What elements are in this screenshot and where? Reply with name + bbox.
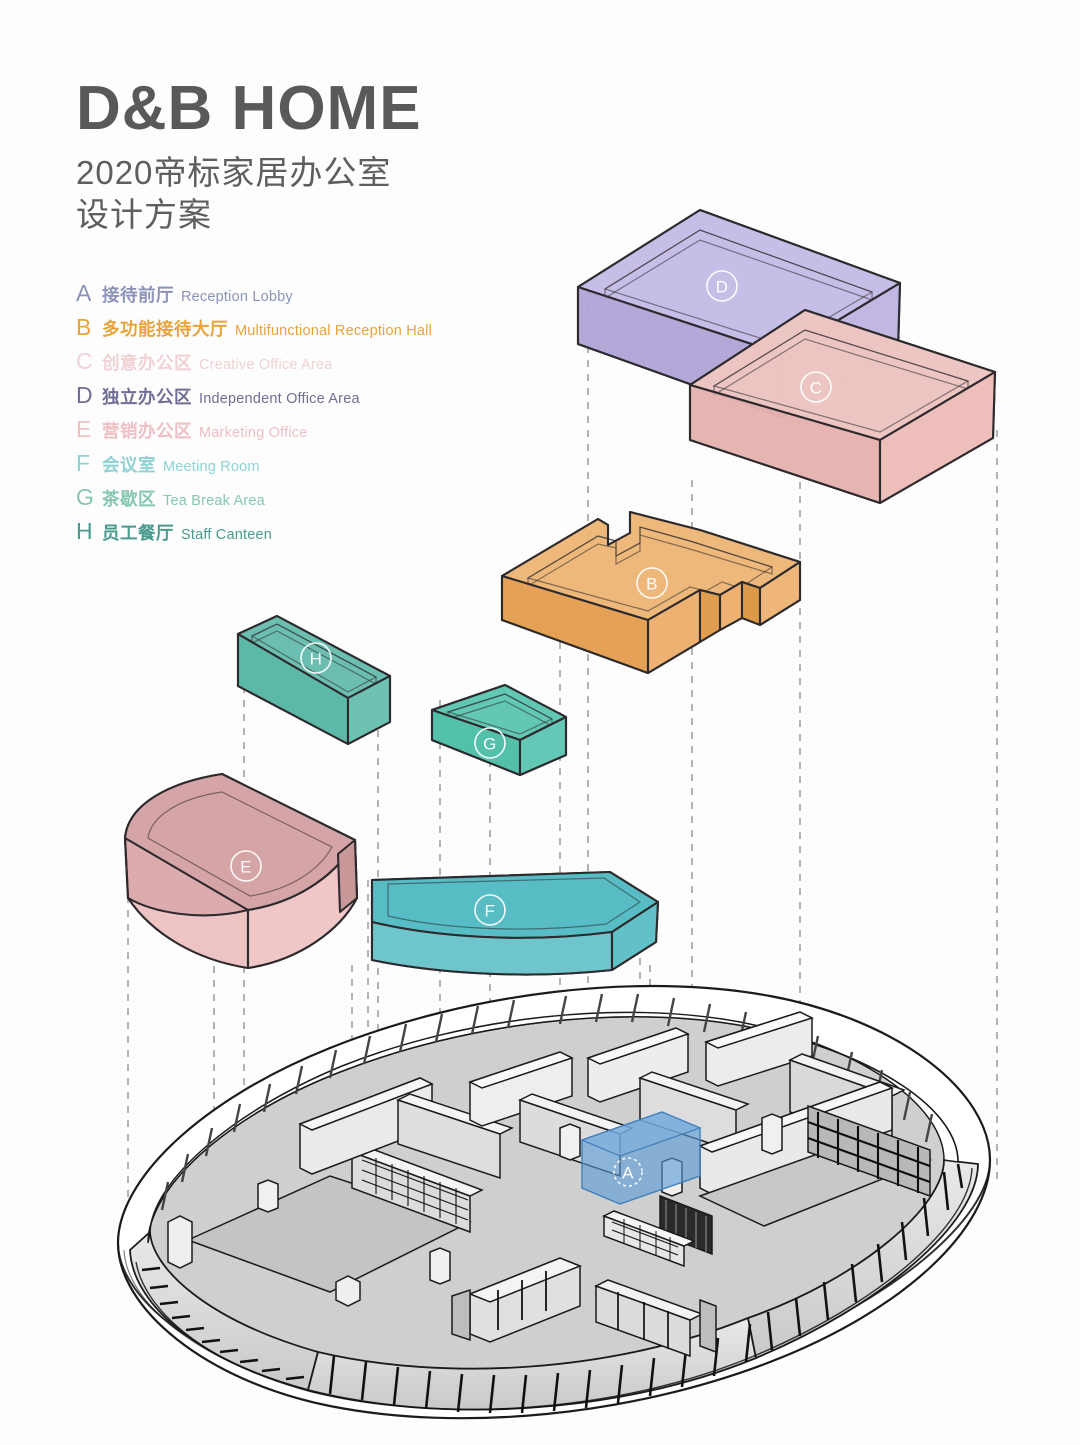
legend-label-cn-b: 多功能接待大厅 xyxy=(102,319,228,339)
legend-letter-a: A xyxy=(76,280,92,306)
block-H[interactable]: H xyxy=(236,614,392,746)
legend-row-a[interactable]: A 接待前厅 Reception Lobby xyxy=(76,282,432,316)
block-badge-G: G xyxy=(483,735,497,754)
legend-label-cn-c: 创意办公区 xyxy=(102,353,192,373)
block-E[interactable]: E xyxy=(123,772,359,970)
block-G[interactable]: G xyxy=(430,683,568,777)
block-C[interactable]: C xyxy=(688,308,997,505)
legend-letter-b: B xyxy=(76,314,92,340)
legend-letter-e: E xyxy=(76,416,92,442)
block-badge-B: B xyxy=(646,575,658,594)
legend-label-en-d: Independent Office Area xyxy=(199,391,360,407)
subtitle-line-1: 2020帝标家居办公室 xyxy=(76,154,392,191)
legend-letter-h: H xyxy=(76,518,93,544)
legend-label-en-c: Creative Office Area xyxy=(199,357,333,373)
legend-label-en-e: Marketing Office xyxy=(199,425,308,441)
title-block: D&B HOME 2020帝标家居办公室 设计方案 xyxy=(76,78,422,236)
legend-label-cn-f: 会议室 xyxy=(102,455,156,475)
legend-label-cn-d: 独立办公区 xyxy=(102,387,192,407)
zone-A-highlight[interactable]: A xyxy=(580,1111,702,1205)
block-badge-F: F xyxy=(485,902,496,921)
block-F[interactable]: F xyxy=(370,870,660,976)
page-title: D&B HOME xyxy=(76,74,422,143)
legend-label-cn-g: 茶歇区 xyxy=(102,489,156,509)
legend-row-b[interactable]: B 多功能接待大厅 Multifunctional Reception Hall xyxy=(76,316,432,350)
legend-label-en-b: Multifunctional Reception Hall xyxy=(235,323,433,339)
legend-row-c[interactable]: C 创意办公区 Creative Office Area xyxy=(76,350,432,384)
block-badge-C: C xyxy=(810,379,823,398)
curtain-wall-front xyxy=(129,1158,979,1414)
legend-label-cn-h: 员工餐厅 xyxy=(102,523,174,543)
block-badge-E: E xyxy=(240,858,252,877)
block-badge-H: H xyxy=(310,650,323,669)
block-B[interactable]: B xyxy=(500,510,802,675)
legend-label-en-g: Tea Break Area xyxy=(163,493,265,509)
legend-label-en-a: Reception Lobby xyxy=(181,289,293,305)
legend-label-en-h: Staff Canteen xyxy=(181,527,273,543)
subtitle-line-2: 设计方案 xyxy=(76,196,212,234)
legend-label-cn-a: 接待前厅 xyxy=(102,285,174,305)
legend-letter-d: D xyxy=(76,382,93,408)
block-badge-D: D xyxy=(716,278,729,297)
legend-label-cn-e: 营销办公区 xyxy=(102,421,192,441)
legend-label-en-f: Meeting Room xyxy=(163,459,260,475)
legend-letter-f: F xyxy=(76,450,91,476)
legend-row-f[interactable]: F 会议室 Meeting Room xyxy=(76,452,432,486)
legend-row-d[interactable]: D 独立办公区 Independent Office Area xyxy=(76,384,432,418)
legend-row-e[interactable]: E 营销办公区 Marketing Office xyxy=(76,418,432,452)
interior-partitions xyxy=(167,1011,933,1358)
legend-letter-g: G xyxy=(76,484,94,510)
floor-plan[interactable]: A xyxy=(116,984,992,1420)
legend-row-g[interactable]: G 茶歇区 Tea Break Area xyxy=(76,486,432,520)
block-badge-A: A xyxy=(622,1164,634,1183)
legend-letter-c: C xyxy=(76,348,93,374)
legend-row-h[interactable]: H 员工餐厅 Staff Canteen xyxy=(76,520,432,554)
